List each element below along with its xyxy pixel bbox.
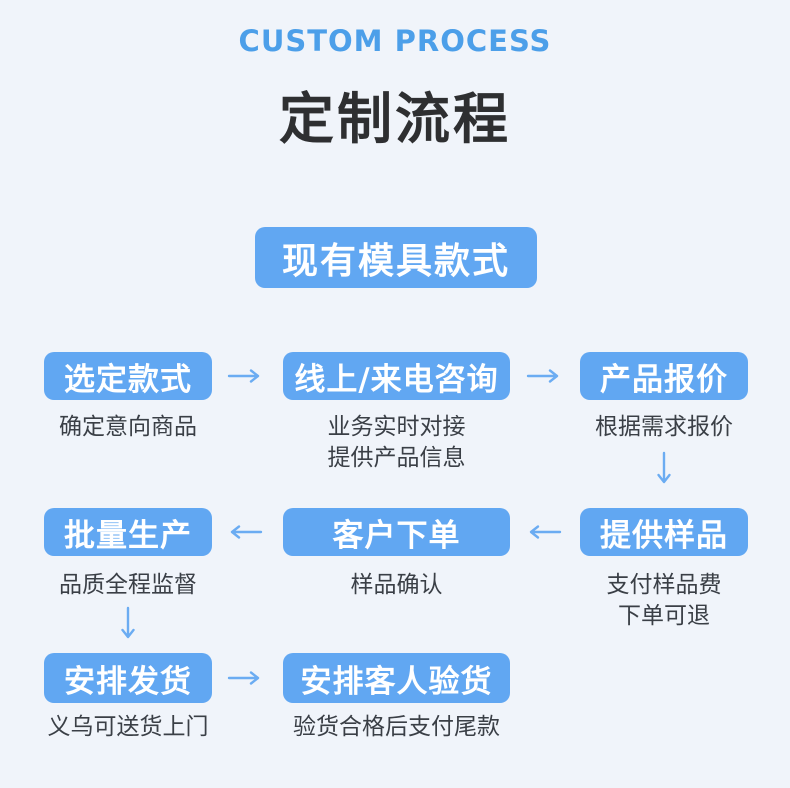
step-caption-online-consult: 业务实时对接 提供产品信息 (327, 414, 466, 471)
step-box-product-quote: 产品报价 (580, 352, 748, 400)
page-title: 定制流程 (278, 87, 511, 151)
step-caption-select-style: 确定意向商品 (59, 414, 197, 440)
arrow-down-icon (121, 606, 135, 639)
step-caption-batch-production: 品质全程监督 (59, 572, 197, 598)
step-box-batch-production: 批量生产 (44, 508, 212, 556)
step-caption-product-quote: 根据需求报价 (595, 414, 733, 440)
step-box-customer-inspection: 安排客人验货 (283, 653, 510, 703)
step-caption-customer-order: 样品确认 (350, 572, 443, 598)
step-box-select-style: 选定款式 (44, 352, 212, 400)
step-caption-customer-inspection: 验货合格后支付尾款 (293, 714, 500, 740)
arrow-right-icon (526, 369, 559, 383)
arrow-right-icon (227, 369, 260, 383)
step-caption-provide-sample: 支付样品费 下单可退 (606, 572, 722, 629)
arrow-left-icon (230, 525, 263, 539)
step-box-online-consult: 线上/来电咨询 (283, 352, 510, 400)
subtitle-en: CUSTOM PROCESS (238, 24, 552, 58)
banner-existing-molds: 现有模具款式 (255, 227, 537, 288)
arrow-down-icon (657, 451, 671, 484)
step-caption-arrange-shipping: 义乌可送货上门 (47, 714, 209, 740)
step-box-customer-order: 客户下单 (283, 508, 510, 556)
arrow-left-icon (529, 525, 562, 539)
arrow-right-icon (227, 671, 260, 685)
step-box-provide-sample: 提供样品 (580, 508, 748, 556)
step-box-arrange-shipping: 安排发货 (44, 653, 212, 703)
